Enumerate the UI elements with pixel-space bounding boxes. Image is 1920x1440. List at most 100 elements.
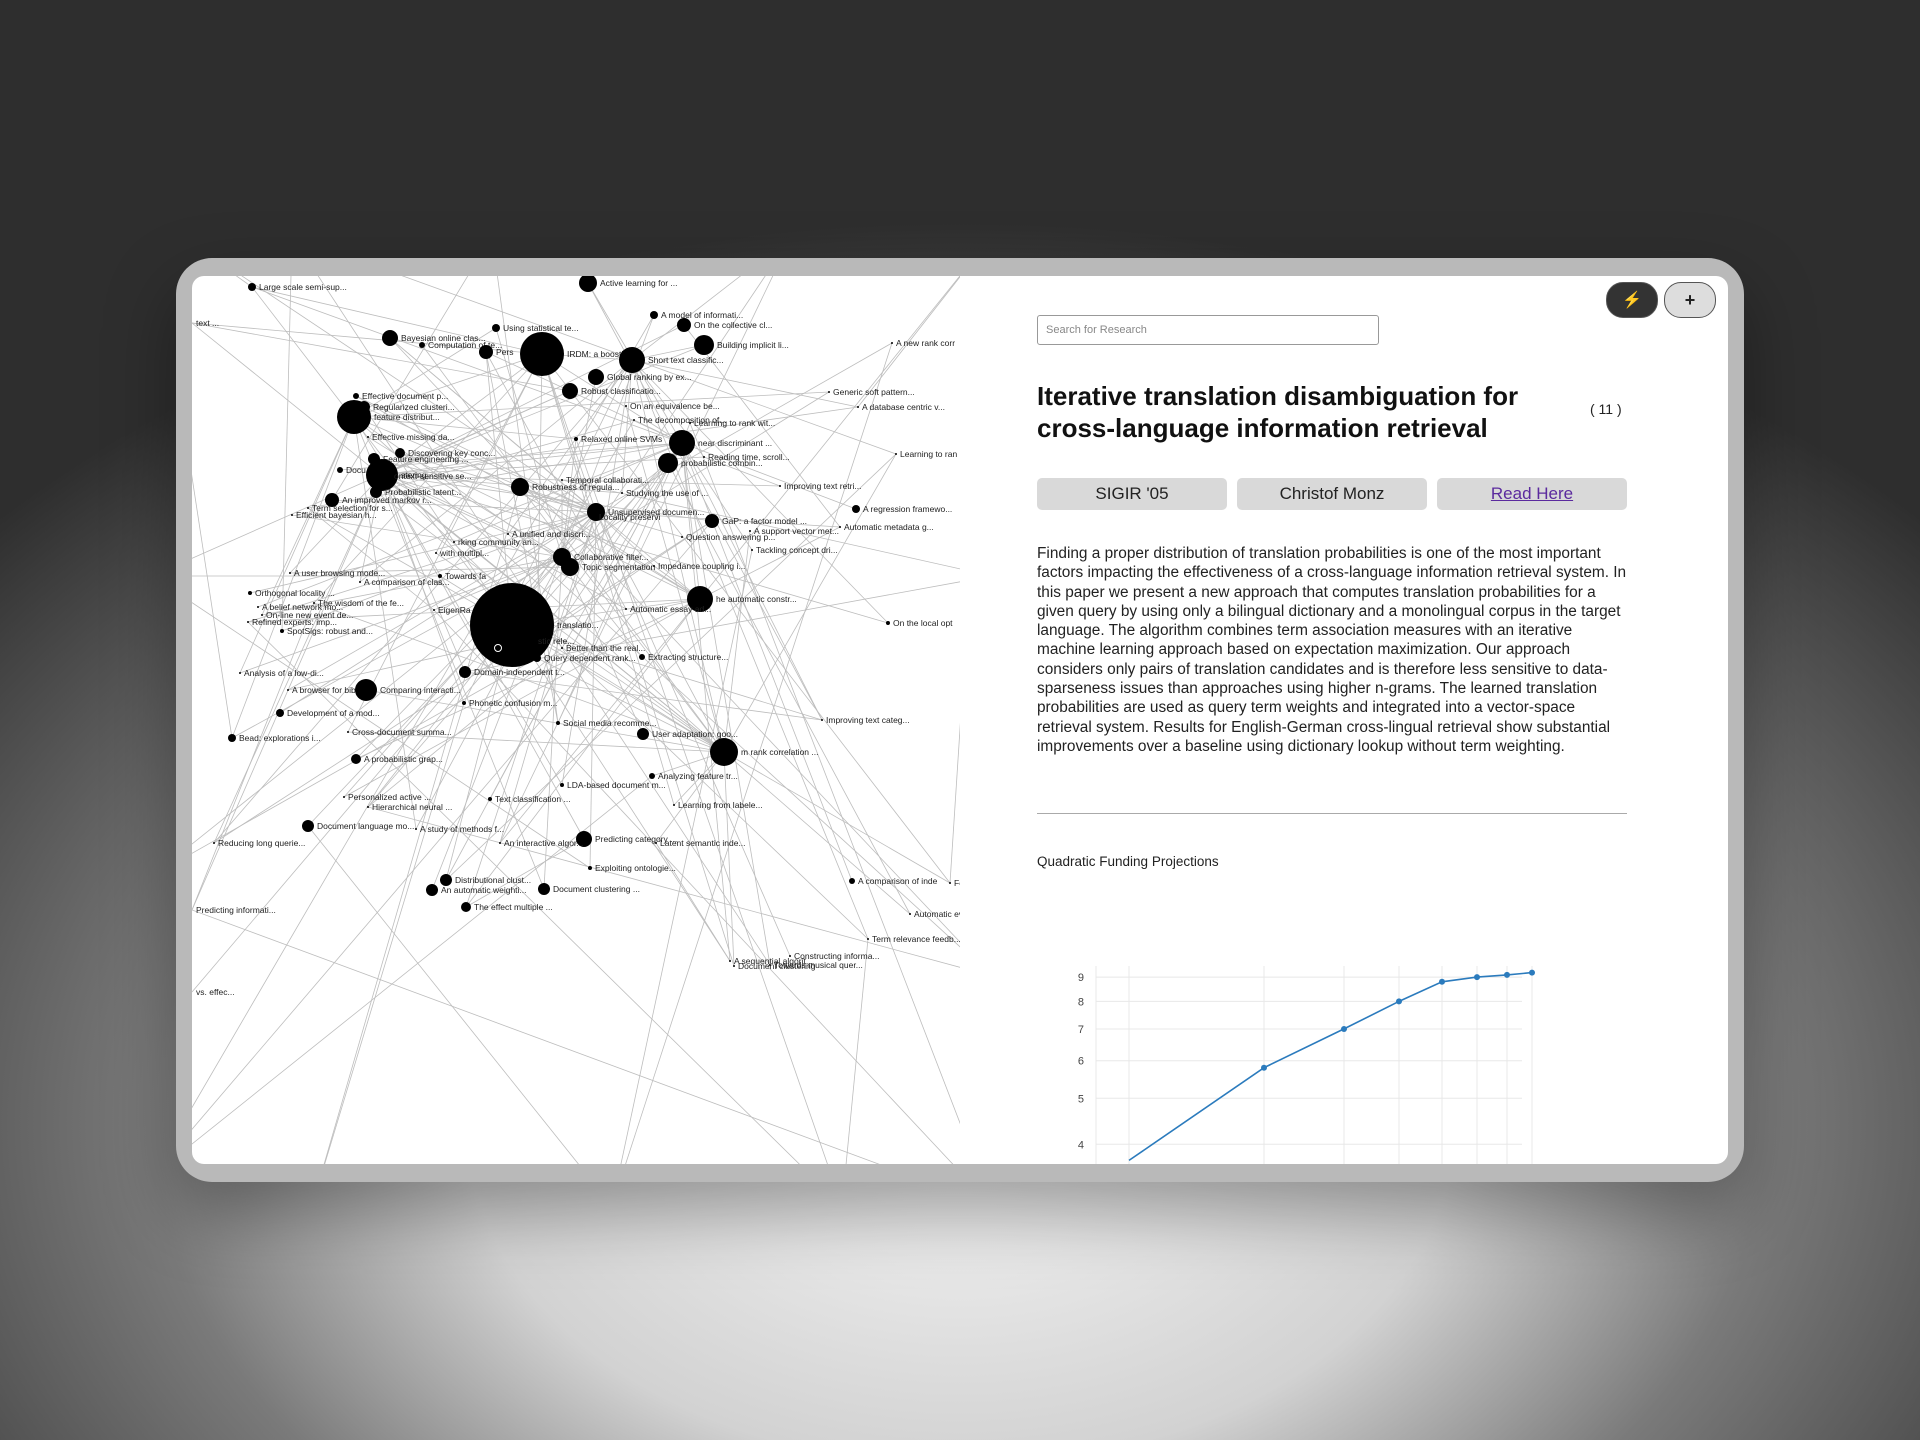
graph-node[interactable]: Query dependent rank... [533,653,636,663]
graph-node[interactable]: Pers [479,345,513,359]
graph-node[interactable]: Using statistical te... [492,323,579,333]
graph-node[interactable]: Analysis of a low-di... [239,668,324,678]
graph-node[interactable]: A comparison of clas... [359,577,450,587]
graph-node[interactable]: Relaxed online SVMs [574,434,662,444]
graph-node[interactable]: feature distribut... [337,400,440,434]
graph-node[interactable]: rking community an... [453,537,539,547]
graph-node[interactable]: Exploiting ontologie... [588,863,676,873]
graph-node[interactable]: Tackling concept dri... [751,545,838,555]
graph-node[interactable]: Extracting structure... [639,652,728,662]
graph-node[interactable]: Probabilistic latent... [370,486,461,498]
graph-node[interactable]: Phonetic confusion m... [462,698,557,708]
graph-node[interactable]: LDA-based document m... [560,780,666,790]
graph-node[interactable]: Large scale semi-sup... [248,282,347,292]
graph-node[interactable]: An automatic weighti... [426,884,527,896]
graph-node[interactable]: with multipl... [435,548,489,558]
graph-node[interactable]: An interactive algor... [499,838,583,848]
graph-node[interactable]: Refined experts: imp... [247,617,337,627]
graph-node[interactable]: Distributional clust... [440,874,531,886]
graph-node[interactable]: Studying the use of ... [621,488,708,498]
graph-node[interactable]: probabilistic combin... [658,453,763,473]
graph-node[interactable]: Question answering p... [681,532,775,542]
power-toggle-button[interactable]: ⚡ [1606,282,1658,318]
graph-node[interactable]: stic rele... [533,636,574,646]
graph-node[interactable]: Cross-document summa... [347,727,452,737]
graph-node[interactable]: Global ranking by ex... [588,369,692,385]
graph-node[interactable]: A support vector met... [749,526,839,536]
graph-node[interactable]: Document clustering ... [538,883,640,895]
graph-node[interactable]: Social media recomme... [556,718,657,728]
graph-node[interactable]: Short text classific... [619,347,724,373]
graph-node[interactable]: On the collective cl... [677,318,772,332]
graph-node[interactable]: Domain-independent t... [459,666,565,678]
graph-node[interactable]: A browser for biblio... [287,685,371,695]
graph-node[interactable]: Generic soft pattern... [828,387,915,397]
graph-node[interactable]: Analyzing feature tr... [649,771,738,781]
graph-node[interactable]: Robustness of regula... [511,478,619,496]
graph-node[interactable]: Feat [949,878,960,888]
graph-node[interactable]: Reading time, scroll... [703,452,790,462]
graph-node[interactable]: Constructing informa... [789,951,880,961]
graph-node[interactable]: Personalized active ... [343,792,431,802]
author-pill[interactable]: Christof Monz [1237,478,1427,510]
graph-node[interactable]: Improving text categ... [821,715,910,725]
graph-node[interactable]: Improving text retri... [779,481,861,491]
graph-node[interactable]: The wisdom of the fe... [313,598,404,608]
graph-node[interactable]: On-line new event de... [261,610,353,620]
graph-node[interactable]: Comparing interacti... [355,679,461,701]
graph-node[interactable]: The decomposition of... [633,415,726,425]
graph-node[interactable]: Predicting informati... [196,905,276,915]
graph-node[interactable]: stering [366,459,427,491]
graph-node[interactable]: Topic segmentation [561,558,656,576]
graph-node[interactable]: Automatic eva [909,909,960,919]
graph-node[interactable]: A user browsing mode... [289,568,385,578]
graph-node[interactable]: Learning from labele... [673,800,763,810]
graph-node[interactable]: Building implicit li... [694,335,789,355]
graph-node[interactable]: Towards fa [438,571,486,581]
graph-node[interactable]: Discovering key conc... [395,448,495,458]
graph-node[interactable]: A comparison of inde [849,876,938,886]
read-here-pill[interactable]: Read Here [1437,478,1627,510]
graph-node[interactable]: Bayesian online clas... [382,330,486,346]
citation-graph-panel[interactable]: Large scale semi-sup... Active learning f… [192,276,960,1164]
graph-node[interactable]: Computation of te... [419,340,502,350]
graph-node[interactable]: A database centric v... [857,402,945,412]
graph-node[interactable]: Docu [337,465,366,475]
graph-node[interactable]: User adaptation: goo... [637,728,738,740]
graph-node[interactable]: Hierarchical neural ... [367,802,452,812]
graph-node[interactable]: Orthogonal locality ... [248,588,335,598]
graph-node[interactable]: On an equivalence be... [625,401,720,411]
graph-node[interactable]: Learning to ran [895,449,957,459]
graph-node[interactable]: Towards musical quer... [769,960,863,970]
read-here-link[interactable]: Read Here [1490,484,1574,503]
graph-node[interactable]: Text classification ... [488,794,571,804]
graph-node[interactable]: text ... [196,318,219,328]
graph-node[interactable]: Predicting category ... [576,831,677,847]
graph-node[interactable]: Efficient bayesian h... [291,510,377,520]
graph-node[interactable]: A sequential algorit... [729,956,813,966]
graph-node[interactable]: SpotSigs: robust and... [280,626,373,636]
graph-node[interactable]: An improved markov r... [325,493,432,507]
graph-node[interactable]: A belief network mo... [257,602,343,612]
graph-node[interactable]: Better than the real... [561,643,645,653]
graph-node[interactable]: EigenRa [433,605,471,615]
graph-node[interactable]: Effective document p... [353,391,448,401]
graph-node[interactable]: Locality preservi [590,512,661,522]
graph-node[interactable]: Document clustering [733,961,816,971]
graph-node[interactable]: A probabilistic grap... [351,754,443,764]
graph-node[interactable]: Latent semantic inde... [655,838,746,848]
graph-node[interactable]: Robust classificatio... [562,383,661,399]
graph-node[interactable]: Document language mo... [302,820,414,832]
graph-node[interactable]: ontext-sensitive se... [389,471,471,481]
graph-node[interactable]: Automatic metadata g... [839,522,934,532]
graph-node[interactable]: Learning to rank wit... [689,418,775,428]
graph-node[interactable]: vs. effec... [196,987,235,997]
graph-node[interactable]: Term selection for s... [307,503,393,513]
graph-node[interactable]: Automatic essay ad... [625,604,711,614]
graph-node[interactable]: Active learning for ... [579,276,677,292]
citation-graph[interactable]: Large scale semi-sup... Active learning f… [192,276,960,1164]
graph-node[interactable]: A unified and discri... [507,529,590,539]
graph-node[interactable]: m rank correlation ... [710,738,818,766]
graph-node[interactable]: translatio... [470,583,599,667]
graph-node[interactable]: Term relevance feedb... [867,934,960,944]
